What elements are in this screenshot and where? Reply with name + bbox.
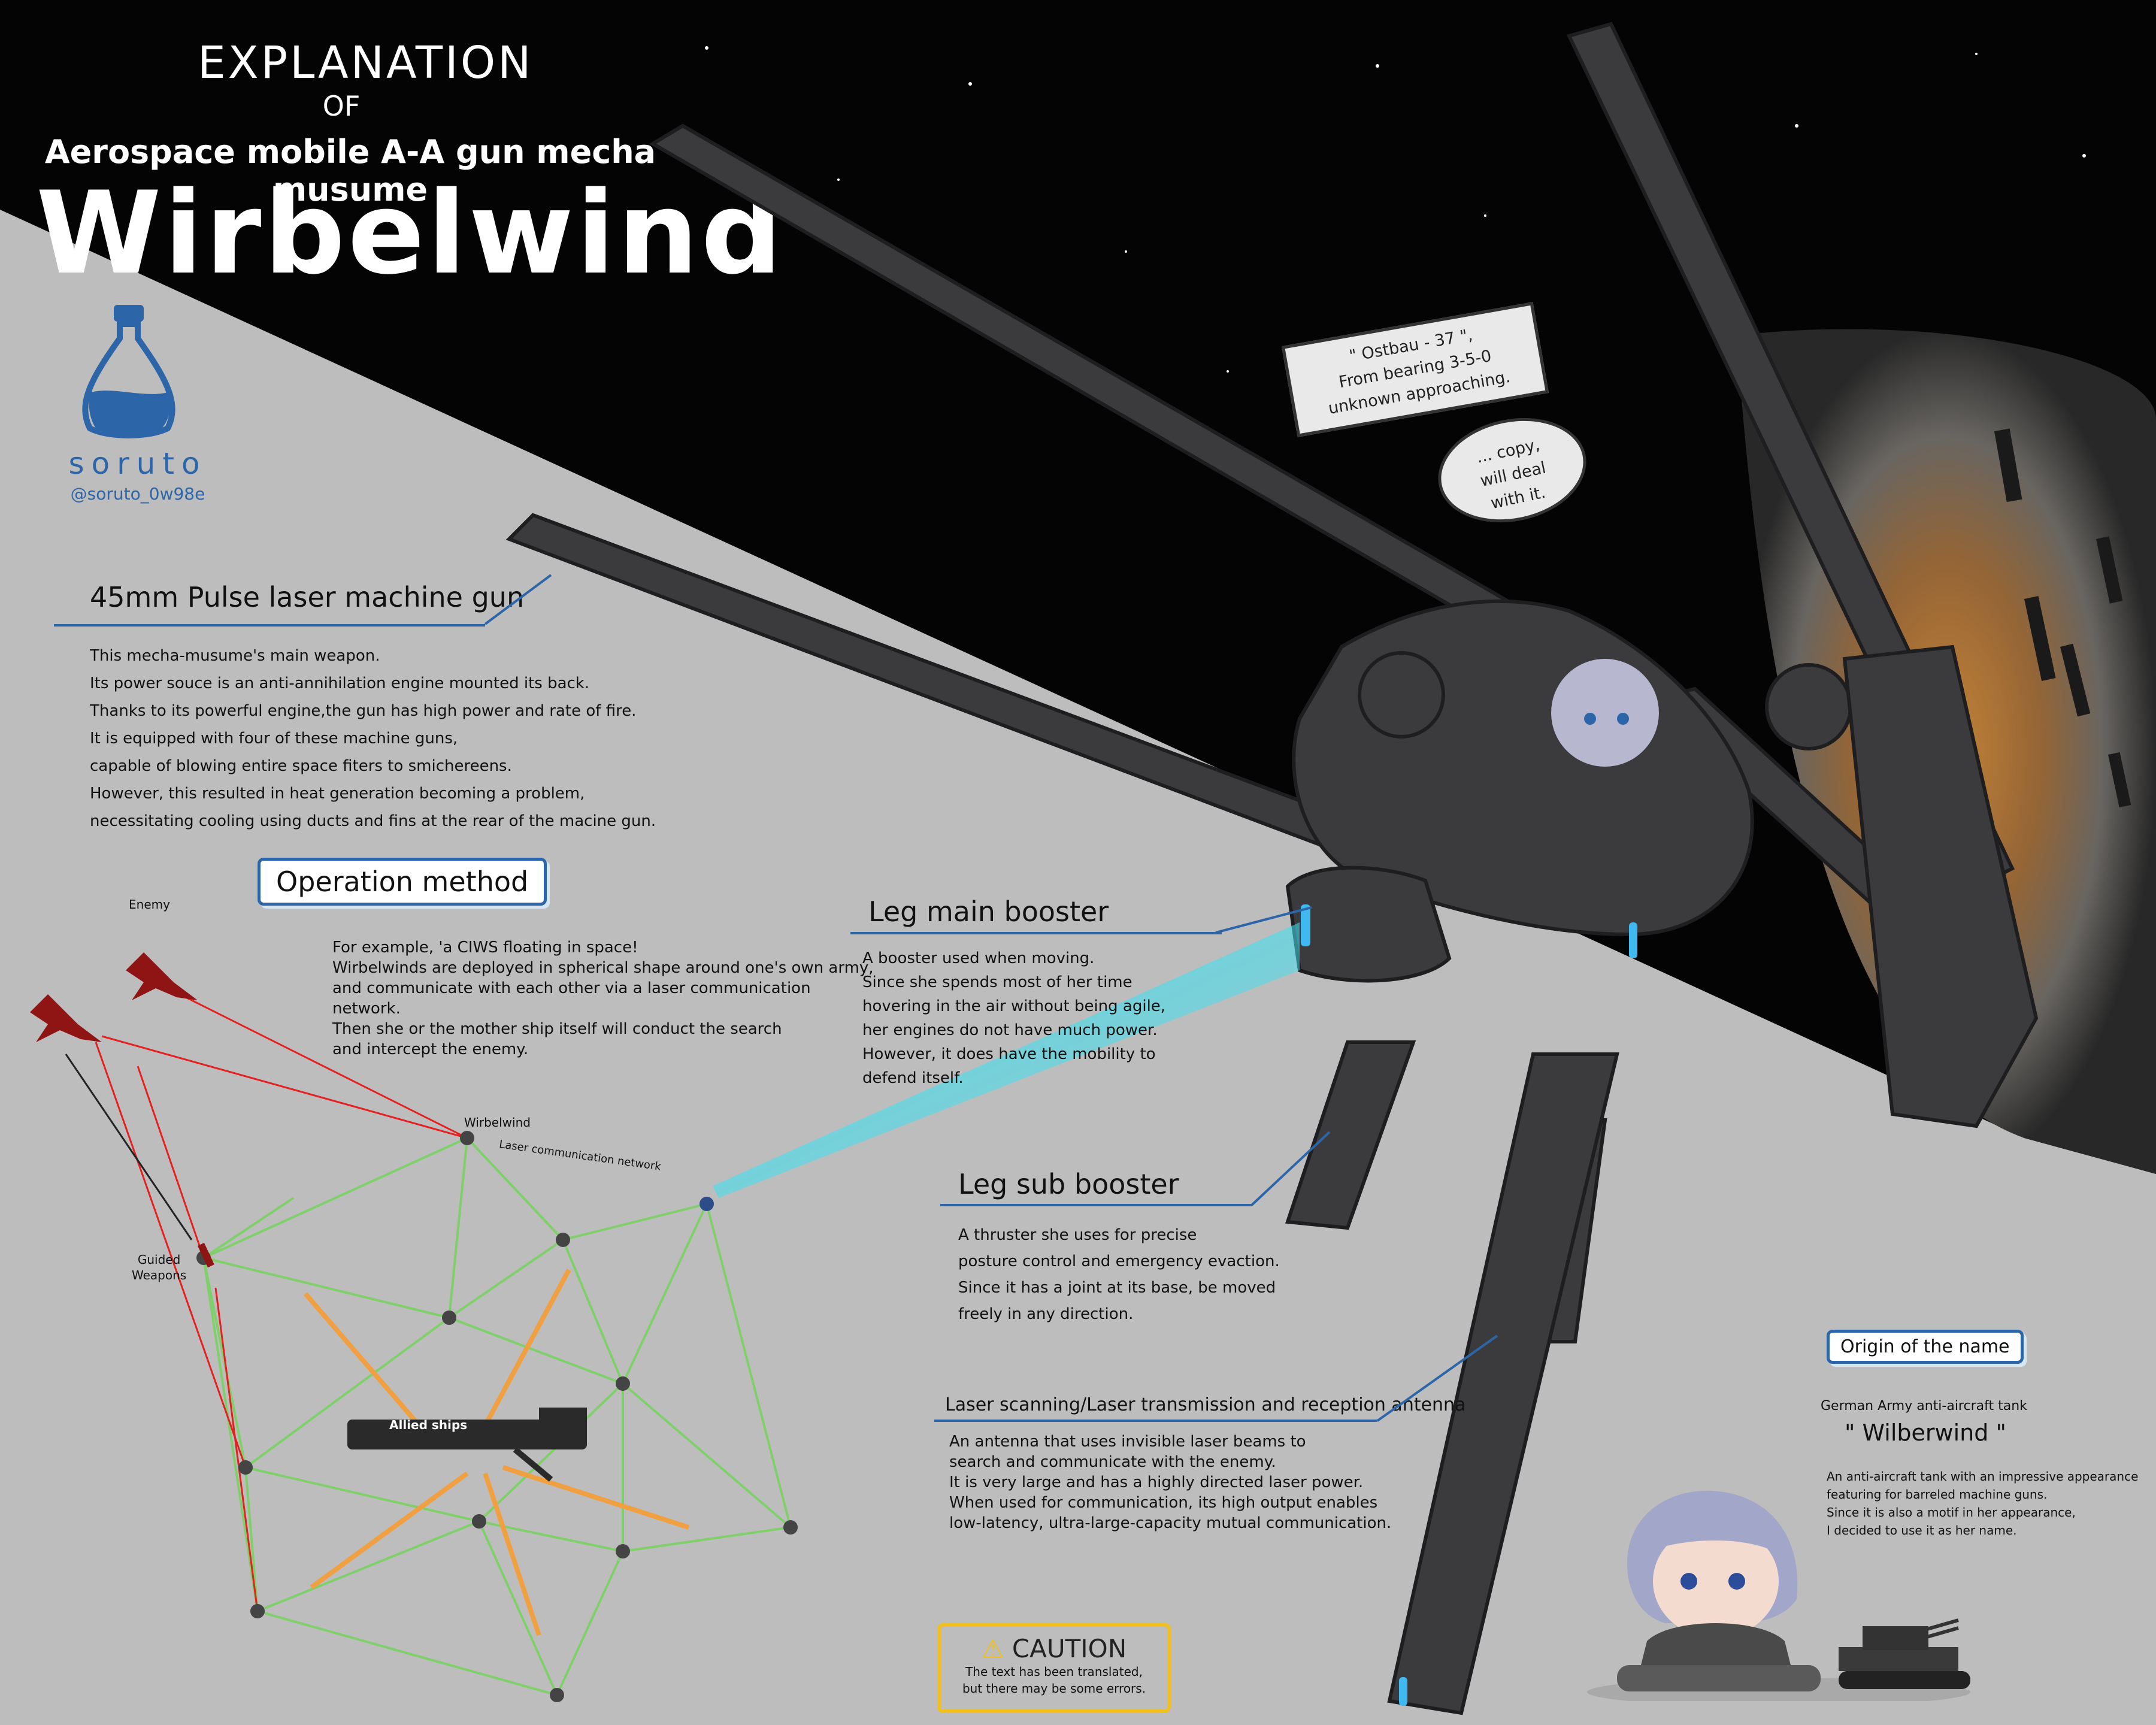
origin-line-2: featuring for barreled machine guns. [1827, 1487, 2048, 1502]
leg-main-section-body: A booster used when moving. Since she sp… [862, 946, 1165, 1090]
operation-line-4: network. [332, 1000, 401, 1018]
caution-label: CAUTION [1012, 1634, 1127, 1663]
leg-sub-section-title: Leg sub booster [958, 1168, 1179, 1200]
title-name: Wirbelwind [36, 167, 785, 299]
leg-main-line-3: hovering in the air without being agile, [862, 997, 1166, 1015]
gun-line-3: Thanks to its powerful engine,the gun ha… [90, 702, 637, 720]
origin-name: " Wilberwind " [1845, 1420, 2006, 1446]
author-name: soruto [68, 446, 207, 481]
diagram-guided-label: Guided Weapons [132, 1252, 186, 1283]
antenna-line-4: When used for communication, its high ou… [949, 1494, 1378, 1512]
antenna-line-2: search and communicate with the enemy. [949, 1453, 1276, 1471]
leg-main-line-5: However, it does have the mobility to [862, 1045, 1156, 1063]
warning-icon: ⚠ [981, 1634, 1004, 1663]
antenna-line-5: low-latency, ultra-large-capacity mutual… [949, 1514, 1392, 1532]
operation-line-5: Then she or the mother ship itself will … [332, 1020, 782, 1038]
origin-line-4: I decided to use it as her name. [1827, 1523, 2017, 1538]
leg-main-section-title: Leg main booster [868, 895, 1109, 928]
gun-section-rule [54, 624, 485, 627]
operation-section-title: Operation method [258, 858, 547, 906]
diagram-guided-line-1: Guided [137, 1252, 181, 1267]
title-of: OF [322, 90, 361, 122]
leg-sub-line-4: freely in any direction. [958, 1305, 1134, 1323]
gun-line-1: This mecha-musume's main weapon. [90, 647, 380, 665]
leg-main-line-1: A booster used when moving. [862, 949, 1095, 967]
gun-leader-line [484, 574, 552, 625]
caution-line-1: The text has been translated, [965, 1665, 1143, 1679]
leg-main-leader-line [1215, 906, 1312, 934]
operation-line-2: Wirbelwinds are deployed in spherical sh… [332, 959, 874, 977]
antenna-leader-line [1376, 1334, 1498, 1422]
origin-subtitle: German Army anti-aircraft tank [1821, 1399, 2027, 1414]
antenna-line-3: It is very large and has a highly direct… [949, 1473, 1364, 1491]
leg-main-line-6: defend itself. [862, 1069, 964, 1087]
diagram-allied-label: Allied ships [389, 1418, 468, 1432]
diagram-guided-line-2: Weapons [132, 1268, 187, 1282]
leg-sub-line-2: posture control and emergency evaction. [958, 1252, 1280, 1270]
gun-line-5: capable of blowing entire space fiters t… [90, 757, 512, 775]
leg-main-line-2: Since she spends most of her time [862, 973, 1132, 991]
operation-section-body: For example, 'a CIWS floating in space! … [332, 937, 874, 1060]
antenna-section-rule [934, 1420, 1377, 1422]
leg-sub-section-rule [940, 1204, 1252, 1206]
gun-line-7: necessitating cooling using ducts and fi… [90, 812, 656, 830]
gun-section-body: This mecha-musume's main weapon. Its pow… [90, 642, 656, 835]
title-subtitle: Aerospace mobile A-A gun mecha musume [44, 133, 656, 208]
antenna-section-body: An antenna that uses invisible laser bea… [949, 1432, 1391, 1533]
leg-main-line-4: her engines do not have much power. [862, 1021, 1158, 1039]
title-explanation: EXPLANATION [198, 37, 534, 89]
leg-sub-leader-line [1250, 1131, 1331, 1206]
diagram-enemy-label: Enemy [129, 897, 170, 912]
network-diagram [30, 952, 798, 1702]
caution-line-2: but there may be some errors. [962, 1681, 1146, 1696]
operation-line-1: For example, 'a CIWS floating in space! [332, 939, 638, 957]
leg-sub-line-1: A thruster she uses for precise [958, 1226, 1197, 1244]
gun-line-2: Its power souce is an anti-annihilation … [90, 674, 590, 692]
caution-header: ⚠ CAUTION [941, 1634, 1167, 1663]
diagram-wirbelwind-label: Wirbelwind [464, 1115, 531, 1130]
gun-line-6: However, this resulted in heat generatio… [90, 785, 585, 803]
operation-line-3: and communicate with each other via a la… [332, 979, 811, 997]
caution-box: ⚠ CAUTION The text has been translated, … [937, 1623, 1171, 1713]
gun-line-4: It is equipped with four of these machin… [90, 730, 458, 748]
gun-section-title: 45mm Pulse laser machine gun [90, 581, 525, 613]
leg-main-section-rule [850, 932, 1222, 934]
antenna-section-title: Laser scanning/Laser transmission and re… [945, 1394, 1466, 1415]
chibi-character-illustration [1587, 1490, 1970, 1701]
origin-line-1: An anti-aircraft tank with an impressive… [1827, 1469, 2139, 1484]
leg-sub-section-body: A thruster she uses for precise posture … [958, 1222, 1280, 1327]
origin-line-3: Since it is also a motif in her appearan… [1827, 1505, 2076, 1520]
author-handle: @soruto_0w98e [70, 484, 205, 504]
origin-section-body: An anti-aircraft tank with an impressive… [1827, 1467, 2138, 1539]
operation-line-6: and intercept the enemy. [332, 1040, 529, 1058]
leg-sub-line-3: Since it has a joint at its base, be mov… [958, 1279, 1276, 1297]
antenna-line-1: An antenna that uses invisible laser bea… [949, 1433, 1306, 1451]
origin-section-title: Origin of the name [1827, 1330, 2024, 1364]
soruto-logo-icon [82, 305, 175, 438]
